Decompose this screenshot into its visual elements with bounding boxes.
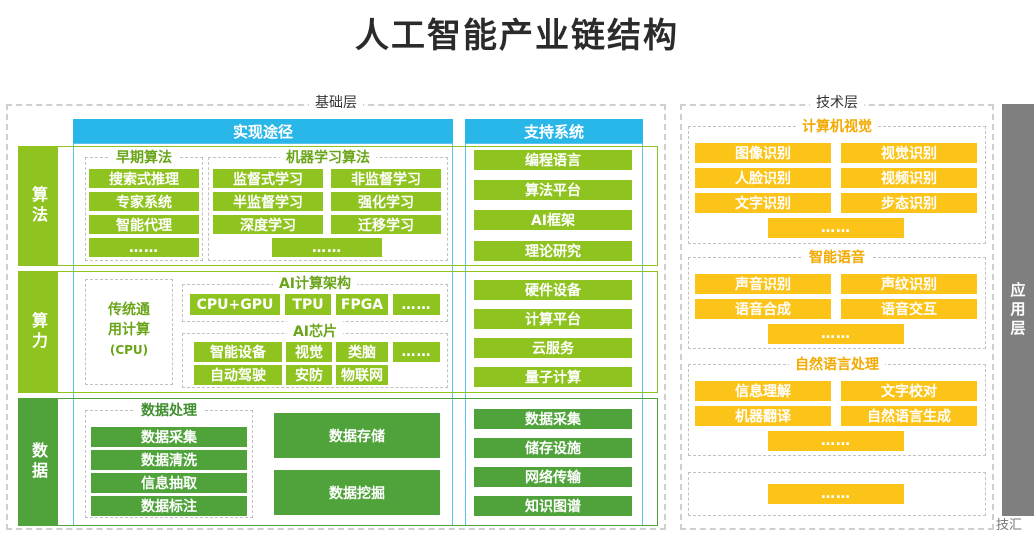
ai-chip-item: 自动驾驶: [194, 365, 282, 385]
support-item: 云服务: [474, 338, 632, 358]
ai-chip-label: AI芯片: [270, 321, 360, 341]
ml-algo-item: 非监督学习: [331, 169, 441, 188]
support-item: 储存设施: [474, 438, 632, 458]
ai-chip-item: 类脑: [336, 342, 388, 362]
nlp-item: 信息理解: [695, 381, 831, 401]
ai-arch-item: FPGA: [336, 294, 388, 315]
ml-algo-item: 深度学习: [213, 215, 323, 234]
row-label-data: 数据: [18, 398, 58, 526]
cv-item: 视频识别: [841, 168, 977, 188]
ml-algo-item: 半监督学习: [213, 192, 323, 211]
row-label-algorithm: 算法: [18, 146, 58, 266]
ai-chip-item: 智能设备: [194, 342, 282, 362]
ai-chip-item: 视觉: [286, 342, 332, 362]
cv-label: 计算机视觉: [767, 116, 907, 136]
ai-arch-item: TPU: [285, 294, 331, 315]
general-compute-group: [85, 279, 173, 385]
data-processing-item: 数据标注: [91, 496, 247, 516]
nlp-item: 自然语言生成: [841, 406, 977, 426]
page-title: 人工智能产业链结构: [355, 16, 679, 56]
ml-algo-item: 监督式学习: [213, 169, 323, 188]
ml-algo-item: 迁移学习: [331, 215, 441, 234]
ml-algo-item: 强化学习: [331, 192, 441, 211]
nlp-label: 自然语言处理: [767, 354, 907, 374]
ml-algorithms-label: 机器学习算法: [258, 147, 398, 167]
watermark-text: 技汇: [996, 518, 1023, 533]
support-item: 量子计算: [474, 367, 632, 387]
cv-item: 图像识别: [695, 143, 831, 163]
early-algo-item: 专家系统: [89, 192, 199, 211]
ai-arch-item: CPU+GPU: [190, 294, 280, 315]
application-layer: 应用层: [1002, 104, 1034, 516]
support-item: 算法平台: [474, 180, 632, 200]
data-processing-item: 数据采集: [91, 427, 247, 447]
speech-item: 语音合成: [695, 299, 831, 319]
nlp-item: ……: [768, 431, 904, 451]
support-item: AI框架: [474, 210, 632, 230]
cv-item: 步态识别: [841, 193, 977, 213]
implementation-header: 实现途径: [73, 119, 453, 143]
support-item: 网络传输: [474, 467, 632, 487]
ai-chip-item: 安防: [286, 365, 332, 385]
foundation-layer-label: 基础层: [286, 92, 386, 112]
early-algo-item: 智能代理: [89, 215, 199, 234]
cv-item: 人脸识别: [695, 168, 831, 188]
cv-item: ……: [768, 218, 904, 238]
ai-arch-label: AI计算架构: [255, 273, 375, 293]
speech-item: ……: [768, 324, 904, 344]
data-processing-item: 数据清洗: [91, 450, 247, 470]
row-label-compute: 算力: [18, 271, 58, 393]
data-processing-item: 信息抽取: [91, 473, 247, 493]
extra-tech-item: ……: [768, 484, 904, 504]
support-item: 理论研究: [474, 241, 632, 261]
support-header: 支持系统: [465, 119, 643, 143]
general-compute-label: 传统通 用计算 (CPU): [108, 302, 150, 357]
nlp-item: 文字校对: [841, 381, 977, 401]
speech-label: 智能语音: [777, 247, 897, 267]
extra-tech-group: [688, 472, 986, 516]
technology-layer-label: 技术层: [787, 92, 887, 112]
ml-algo-item: ……: [272, 238, 382, 257]
early-algo-item: 搜索式推理: [89, 169, 199, 188]
data-processing-label: 数据处理: [119, 400, 219, 420]
early-algo-item: ……: [89, 238, 199, 257]
early-algorithms-label: 早期算法: [100, 147, 188, 167]
support-item: 数据采集: [474, 409, 632, 429]
support-item: 硬件设备: [474, 280, 632, 300]
cv-item: 文字识别: [695, 193, 831, 213]
speech-item: 声纹识别: [841, 274, 977, 294]
cv-item: 视觉识别: [841, 143, 977, 163]
nlp-item: 机器翻译: [695, 406, 831, 426]
support-item: 知识图谱: [474, 496, 632, 516]
ai-chip-item: ……: [393, 342, 440, 362]
speech-item: 语音交互: [841, 299, 977, 319]
support-item: 编程语言: [474, 150, 632, 170]
data-mining-box: 数据挖掘: [274, 470, 440, 515]
speech-item: 声音识别: [695, 274, 831, 294]
ai-chip-item: 物联网: [336, 365, 388, 385]
support-item: 计算平台: [474, 309, 632, 329]
data-storage-box: 数据存储: [274, 413, 440, 458]
ai-arch-item: ……: [393, 294, 440, 315]
